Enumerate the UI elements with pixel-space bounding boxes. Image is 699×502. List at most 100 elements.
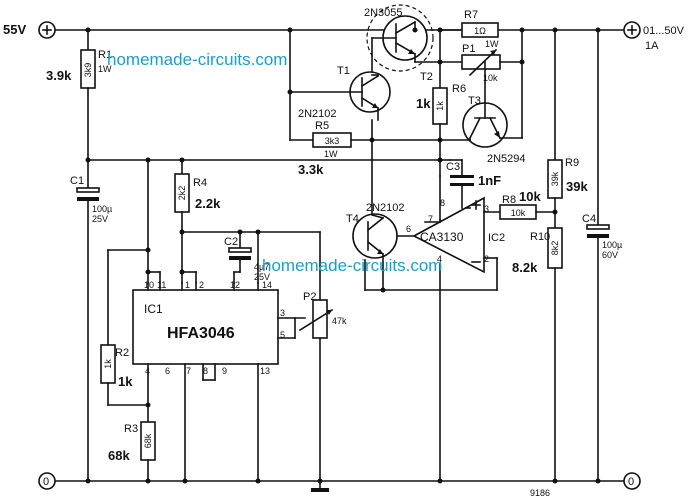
IC2-opamp: CA3130 IC2 8 7 6 4 3 2 (406, 196, 505, 274)
C2-capacitor: C2 4µ7 25V (224, 231, 270, 284)
terminal-in-ground: 0 (38, 472, 56, 490)
IC1-pin-9: 9 (222, 366, 227, 376)
T4-type: 2N2102 (366, 202, 405, 214)
IC1-pin-7: 7 (186, 366, 191, 376)
T2-transistor: 2N3055 T2 (364, 4, 434, 83)
T4-ref: T4 (346, 213, 359, 225)
P1-value: 10k (483, 73, 498, 83)
R2-value: 1k (103, 359, 113, 369)
C4-ref: C4 (582, 213, 596, 225)
ground-label-right: 0 (628, 476, 634, 488)
R7-rating: 1W (485, 39, 499, 49)
R7-value: 1Ω (474, 26, 486, 36)
P2-ref: P2 (303, 291, 316, 303)
R4-resistor: 2k2 R4 2.2k (174, 159, 221, 233)
IC1-ref: IC1 (144, 302, 163, 316)
R1-note: 3.9k (46, 68, 72, 83)
IC2-pin-4: 4 (437, 254, 442, 264)
T3-transistor: T3 2N5294 (462, 95, 526, 165)
R1-resistor: 3k9 R1 1W 3.9k (46, 29, 112, 161)
R9-value: 39k (550, 171, 560, 186)
R1-value: 3k9 (83, 63, 93, 78)
R1-rating: 1W (98, 64, 112, 74)
R3-resistor: 68k R3 68k (108, 421, 156, 482)
C2-value: 4µ7 (254, 262, 269, 272)
IC2-pin-3: 3 (484, 204, 489, 214)
C4-value: 100µ (602, 240, 622, 250)
R10-ref: R10 (530, 231, 550, 243)
C3-note: 1nF (478, 173, 501, 188)
R2-resistor: 1k R2 1k (100, 344, 149, 406)
watermark-bottom: homemade-circuits.com (262, 256, 442, 275)
R5-ref: R5 (315, 120, 329, 132)
R4-note: 2.2k (195, 196, 221, 211)
T3-type: 2N5294 (487, 153, 526, 165)
C1-capacitor: C1 100µ 25V (70, 159, 112, 482)
output-voltage-label: 01...50V (643, 25, 685, 37)
R4-ref: R4 (193, 177, 207, 189)
terminal-in-plus (38, 21, 56, 39)
drawing-number: 9186 (530, 488, 550, 498)
IC2-pin-7: 7 (428, 214, 433, 224)
IC2-ref: IC2 (488, 232, 505, 244)
P2-potentiometer: P2 47k (298, 291, 347, 482)
IC1-pin-2: 2 (199, 280, 204, 290)
R2-note: 1k (118, 374, 133, 389)
IC1-pin-6: 6 (165, 366, 170, 376)
C4-capacitor: C4 100µ 60V (582, 29, 622, 482)
R4-value: 2k2 (177, 186, 187, 201)
IC1-pin-5: 5 (280, 330, 285, 340)
IC1-pin-3: 3 (280, 308, 285, 318)
R3-value: 68k (143, 433, 153, 448)
T3-ref: T3 (468, 95, 481, 107)
C1-value: 100µ (92, 204, 112, 214)
R8-resistor: 10k R8 10k (499, 189, 556, 220)
R7-ref: R7 (464, 9, 478, 21)
output-current-label: 1A (645, 40, 659, 52)
IC1-pin-11: 11 (157, 280, 166, 290)
IC1-pin-8: 8 (203, 366, 208, 376)
C4-rating: 60V (602, 250, 618, 260)
supply-rails (54, 29, 633, 482)
R8-value: 10k (511, 208, 526, 218)
IC2-name: CA3130 (420, 230, 464, 244)
R5-rating: 1W (324, 149, 338, 159)
R2-ref: R2 (115, 347, 129, 359)
terminal-out-ground: 0 (623, 472, 641, 490)
P1-ref: P1 (462, 43, 475, 55)
T2-type: 2N3055 (364, 7, 403, 19)
IC2-pin-8: 8 (440, 198, 445, 208)
T1-transistor: T1 2N2102 (298, 65, 391, 120)
T1-type: 2N2102 (298, 108, 337, 120)
R8-note: 10k (519, 189, 541, 204)
R9-note: 39k (566, 179, 588, 194)
input-voltage-label: 55V (3, 22, 26, 37)
C3-ref: C3 (446, 161, 460, 173)
R3-ref: R3 (124, 423, 138, 435)
C1-ref: C1 (70, 175, 84, 187)
P2-value: 47k (332, 316, 347, 326)
R6-ref: R6 (452, 83, 466, 95)
R9-resistor: 39k R9 39k (547, 157, 588, 199)
C3-capacitor: C3 1nF (439, 139, 501, 209)
R10-resistor: 8k2 R10 8.2k (512, 227, 563, 275)
P1-potentiometer: P1 10k (439, 29, 523, 83)
watermark-top: homemade-circuits.com (107, 50, 287, 69)
IC1-pin-14: 14 (262, 280, 272, 290)
IC2-pin-2: 2 (484, 254, 489, 264)
IC1-pin-12: 12 (230, 280, 240, 290)
C2-ref: C2 (224, 236, 238, 248)
T4-transistor: T4 2N2102 (346, 202, 405, 259)
R5-resistor: 3k3 R5 1W 3.3k (289, 91, 441, 177)
R8-ref: R8 (502, 194, 516, 206)
ground-label-left: 0 (43, 476, 49, 488)
R10-value: 8k2 (550, 241, 560, 256)
IC1-pin-10: 10 (144, 280, 154, 290)
C2-rating: 25V (254, 272, 270, 282)
IC1-name: HFA3046 (167, 325, 235, 342)
R5-note: 3.3k (298, 162, 324, 177)
T1-ref: T1 (337, 65, 350, 77)
R5-value: 3k3 (325, 136, 340, 146)
R3-note: 68k (108, 448, 130, 463)
